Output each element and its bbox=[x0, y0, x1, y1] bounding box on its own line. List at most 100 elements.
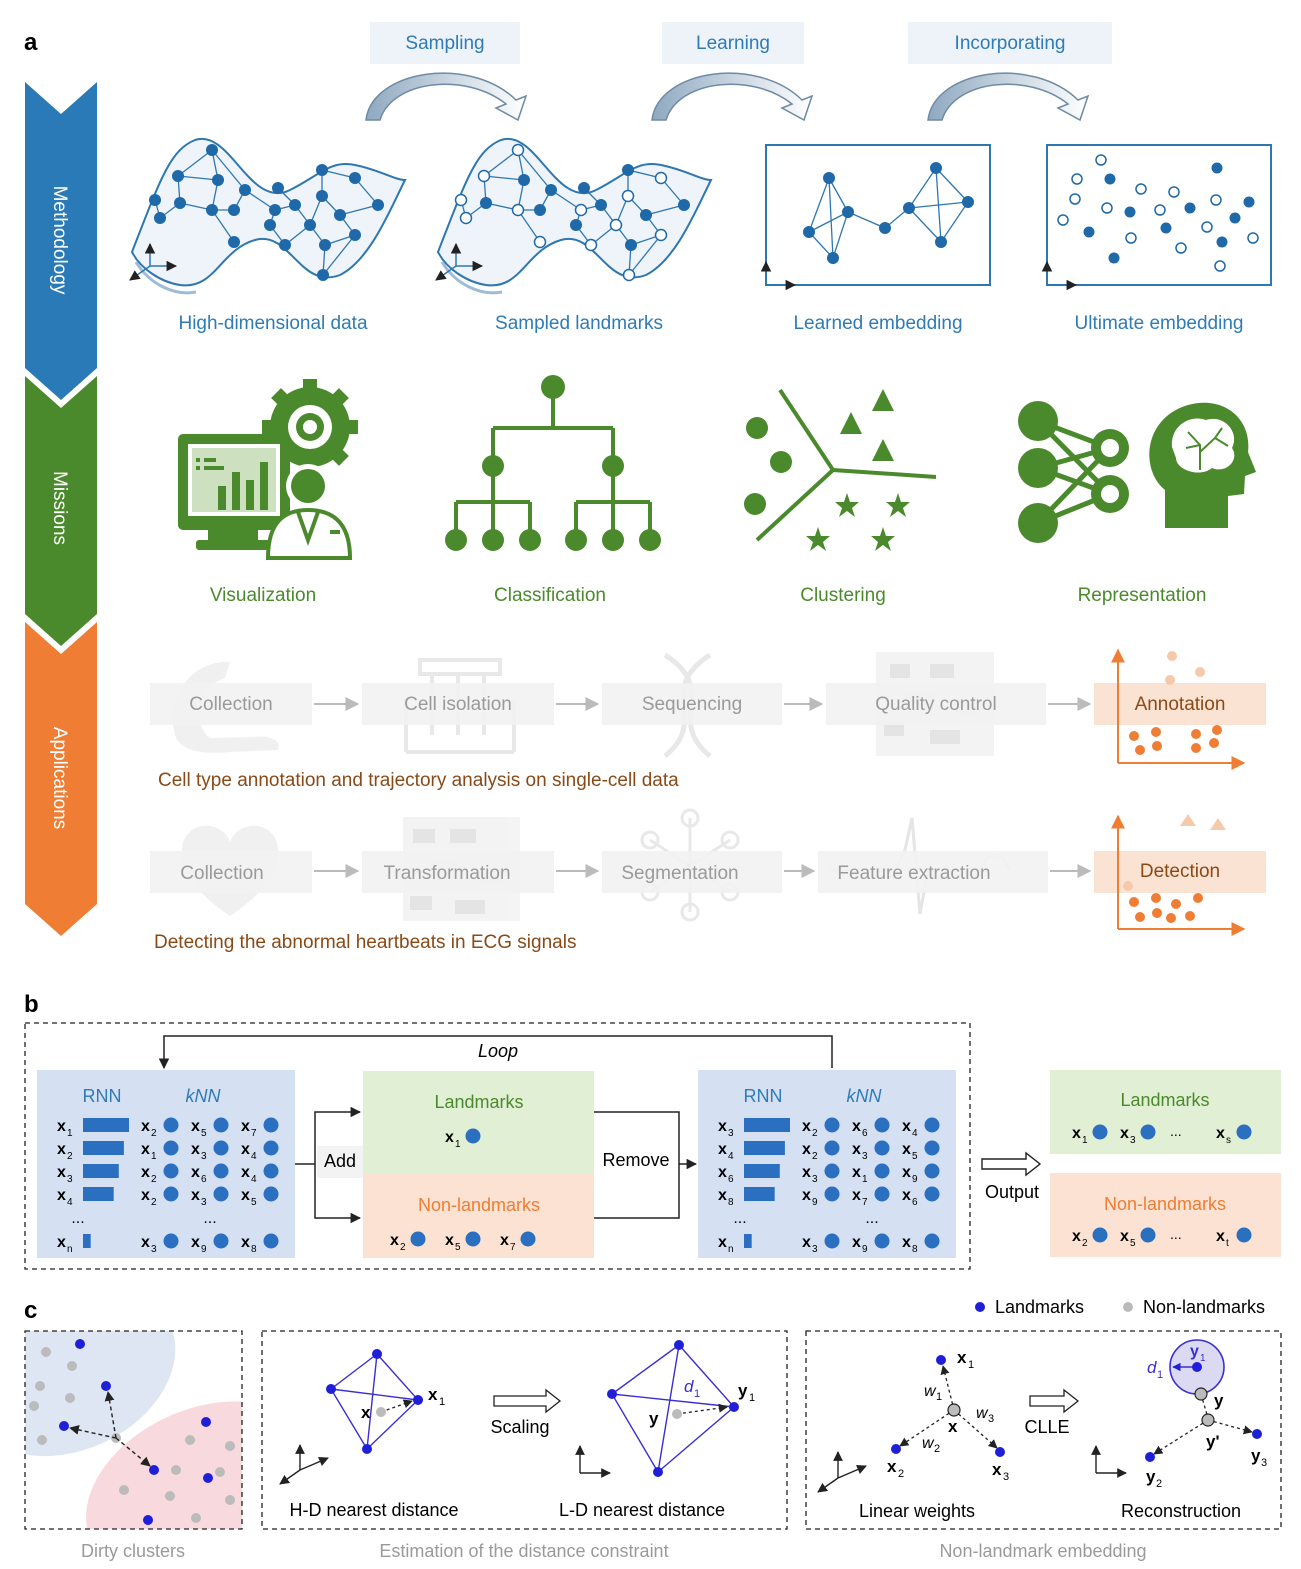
app1-quality-control: Quality control bbox=[875, 694, 996, 715]
app2-step-box-3 bbox=[602, 851, 782, 893]
visualization-icon bbox=[178, 379, 358, 560]
representation-neural-brain-icon bbox=[1018, 401, 1256, 543]
knn-dot bbox=[263, 1117, 279, 1133]
lw-x2-sub: 2 bbox=[898, 1468, 904, 1480]
sidebar-missions-label: Missions bbox=[49, 471, 70, 545]
rightRows-row-3-nbr-1-sub: 7 bbox=[862, 1197, 868, 1208]
rightRows-row-4-nbr-1-sub: 9 bbox=[862, 1244, 868, 1255]
rightRows-row-0-nbr-1: x bbox=[852, 1118, 861, 1135]
right-ellipsis-1: ... bbox=[733, 1210, 746, 1227]
sampled-landmarks-manifold bbox=[435, 137, 713, 295]
app1-cell-isolation: Cell isolation bbox=[404, 694, 512, 715]
rightRows-row-2-label: x bbox=[718, 1164, 727, 1181]
leftRows-row-4-nbr-2-sub: 8 bbox=[251, 1244, 257, 1255]
app-row-2: Collection Transformation Segmentation F… bbox=[150, 808, 1266, 936]
rightRows-row-2-nbr-2-sub: 9 bbox=[912, 1174, 918, 1185]
sample-dot bbox=[465, 1128, 481, 1144]
stage-ultimate-embedding: Ultimate embedding bbox=[1075, 313, 1244, 334]
app1-step-box-2 bbox=[362, 683, 554, 725]
rnn-bar bbox=[744, 1164, 780, 1178]
ld-tetrahedron bbox=[575, 1340, 739, 1478]
rightRows-row-2-nbr-0-sub: 3 bbox=[812, 1174, 818, 1185]
rightRows-row-3-nbr-0: x bbox=[802, 1187, 811, 1204]
rightRows-row-1-nbr-0: x bbox=[802, 1141, 811, 1158]
midNon-item-0-sub: 2 bbox=[400, 1242, 406, 1253]
leftRows-row-2-nbr-0: x bbox=[141, 1164, 150, 1181]
leftRows-row-0-nbr-2-sub: 7 bbox=[251, 1128, 257, 1139]
rc-y-label: y bbox=[1214, 1391, 1224, 1410]
ultimate-embedding-box bbox=[1041, 144, 1272, 291]
step-learning: Learning bbox=[696, 33, 770, 54]
rightRows-row-1-label-sub: 4 bbox=[728, 1151, 734, 1162]
lw-w2-sub: 2 bbox=[934, 1443, 940, 1455]
knn-dot bbox=[163, 1117, 179, 1133]
leftRows-row-3-nbr-0: x bbox=[141, 1187, 150, 1204]
rightRows-row-1-nbr-0-sub: 2 bbox=[812, 1151, 818, 1162]
rnn-bar bbox=[83, 1118, 129, 1132]
lw-w1-label: w bbox=[924, 1383, 937, 1400]
app1-step-box-4 bbox=[826, 683, 1046, 725]
rightRows-row-4-label-sub: n bbox=[728, 1244, 734, 1255]
sample-dot bbox=[1236, 1124, 1252, 1140]
knn-dot bbox=[163, 1233, 179, 1249]
rnn-bar bbox=[83, 1141, 124, 1155]
midNon-item-2-sub: 7 bbox=[510, 1242, 516, 1253]
rc-yprime-label: y' bbox=[1206, 1432, 1220, 1451]
app2-collection: Collection bbox=[180, 863, 263, 884]
nonlandmark-embedding-box bbox=[805, 1330, 1282, 1530]
sample-dot bbox=[1092, 1124, 1108, 1140]
outNon-item-0-sub: 2 bbox=[1082, 1238, 1088, 1249]
left-knn-header: kNN bbox=[186, 1086, 222, 1106]
knn-dot bbox=[263, 1233, 279, 1249]
rightRows-row-0-nbr-0-sub: 2 bbox=[812, 1128, 818, 1139]
out-nonlandmarks-title: Non-landmarks bbox=[1104, 1194, 1226, 1214]
caption-nonlandmark-embedding: Non-landmark embedding bbox=[939, 1541, 1146, 1561]
app2-segmentation: Segmentation bbox=[621, 863, 738, 884]
learning-curve-arrow bbox=[651, 72, 814, 122]
caption-dirty-clusters: Dirty clusters bbox=[81, 1541, 185, 1561]
out-landmarks-box bbox=[1050, 1070, 1281, 1154]
rnn-bar bbox=[744, 1118, 790, 1132]
distance-constraint-box bbox=[261, 1330, 788, 1530]
app2-step-box-4 bbox=[818, 851, 1048, 893]
app1-step-box-1 bbox=[150, 683, 312, 725]
knn-dot bbox=[924, 1117, 940, 1133]
leftRows-row-2-nbr-2-sub: 4 bbox=[251, 1174, 257, 1185]
app1-caption: Cell type annotation and trajectory anal… bbox=[158, 770, 679, 791]
rc-d1-label: d bbox=[1147, 1358, 1157, 1377]
rightRows-row-4-nbr-0: x bbox=[802, 1234, 811, 1251]
leftRows-row-1-label: x bbox=[57, 1141, 66, 1158]
rnn-bar bbox=[83, 1164, 119, 1178]
rightRows-row-4-nbr-0-sub: 3 bbox=[812, 1244, 818, 1255]
app2-transformation: Transformation bbox=[383, 863, 510, 884]
linear-weights-diagram bbox=[817, 1355, 1005, 1493]
dirty-clusters-box bbox=[24, 1330, 243, 1530]
lw-w3-label: w bbox=[976, 1405, 989, 1422]
ld-d1-label: d bbox=[684, 1377, 694, 1396]
leftRows-row-2-label: x bbox=[57, 1164, 66, 1181]
app2-feature-extraction: Feature extraction bbox=[837, 863, 990, 884]
leftRows-row-0-nbr-0-sub: 2 bbox=[151, 1128, 157, 1139]
leftRows-row-0-nbr-2: x bbox=[241, 1118, 250, 1135]
legend-landmarks: Landmarks bbox=[995, 1297, 1084, 1317]
rightRows-row-3-nbr-0-sub: 9 bbox=[812, 1197, 818, 1208]
right-ellipsis-2: ... bbox=[865, 1210, 878, 1227]
outLand-ellipsis: ... bbox=[1170, 1123, 1182, 1139]
stage-sampled-landmarks: Sampled landmarks bbox=[495, 313, 663, 334]
knn-dot bbox=[263, 1163, 279, 1179]
leftRows-row-4-label: x bbox=[57, 1234, 66, 1251]
knn-dot bbox=[924, 1140, 940, 1156]
rightRows-row-2-nbr-2: x bbox=[902, 1164, 911, 1181]
output-arrow bbox=[981, 1151, 1042, 1177]
knn-dot bbox=[163, 1163, 179, 1179]
leftRows-row-3-nbr-1: x bbox=[191, 1187, 200, 1204]
knn-dot bbox=[874, 1186, 890, 1202]
step-box-learning bbox=[662, 22, 804, 64]
leftRows-row-1-nbr-2: x bbox=[241, 1141, 250, 1158]
left-table bbox=[37, 1070, 295, 1258]
mid-landmarks-box bbox=[363, 1071, 594, 1174]
ld-y1-sub: 1 bbox=[749, 1392, 755, 1404]
app1-step-box-5 bbox=[1094, 683, 1266, 725]
